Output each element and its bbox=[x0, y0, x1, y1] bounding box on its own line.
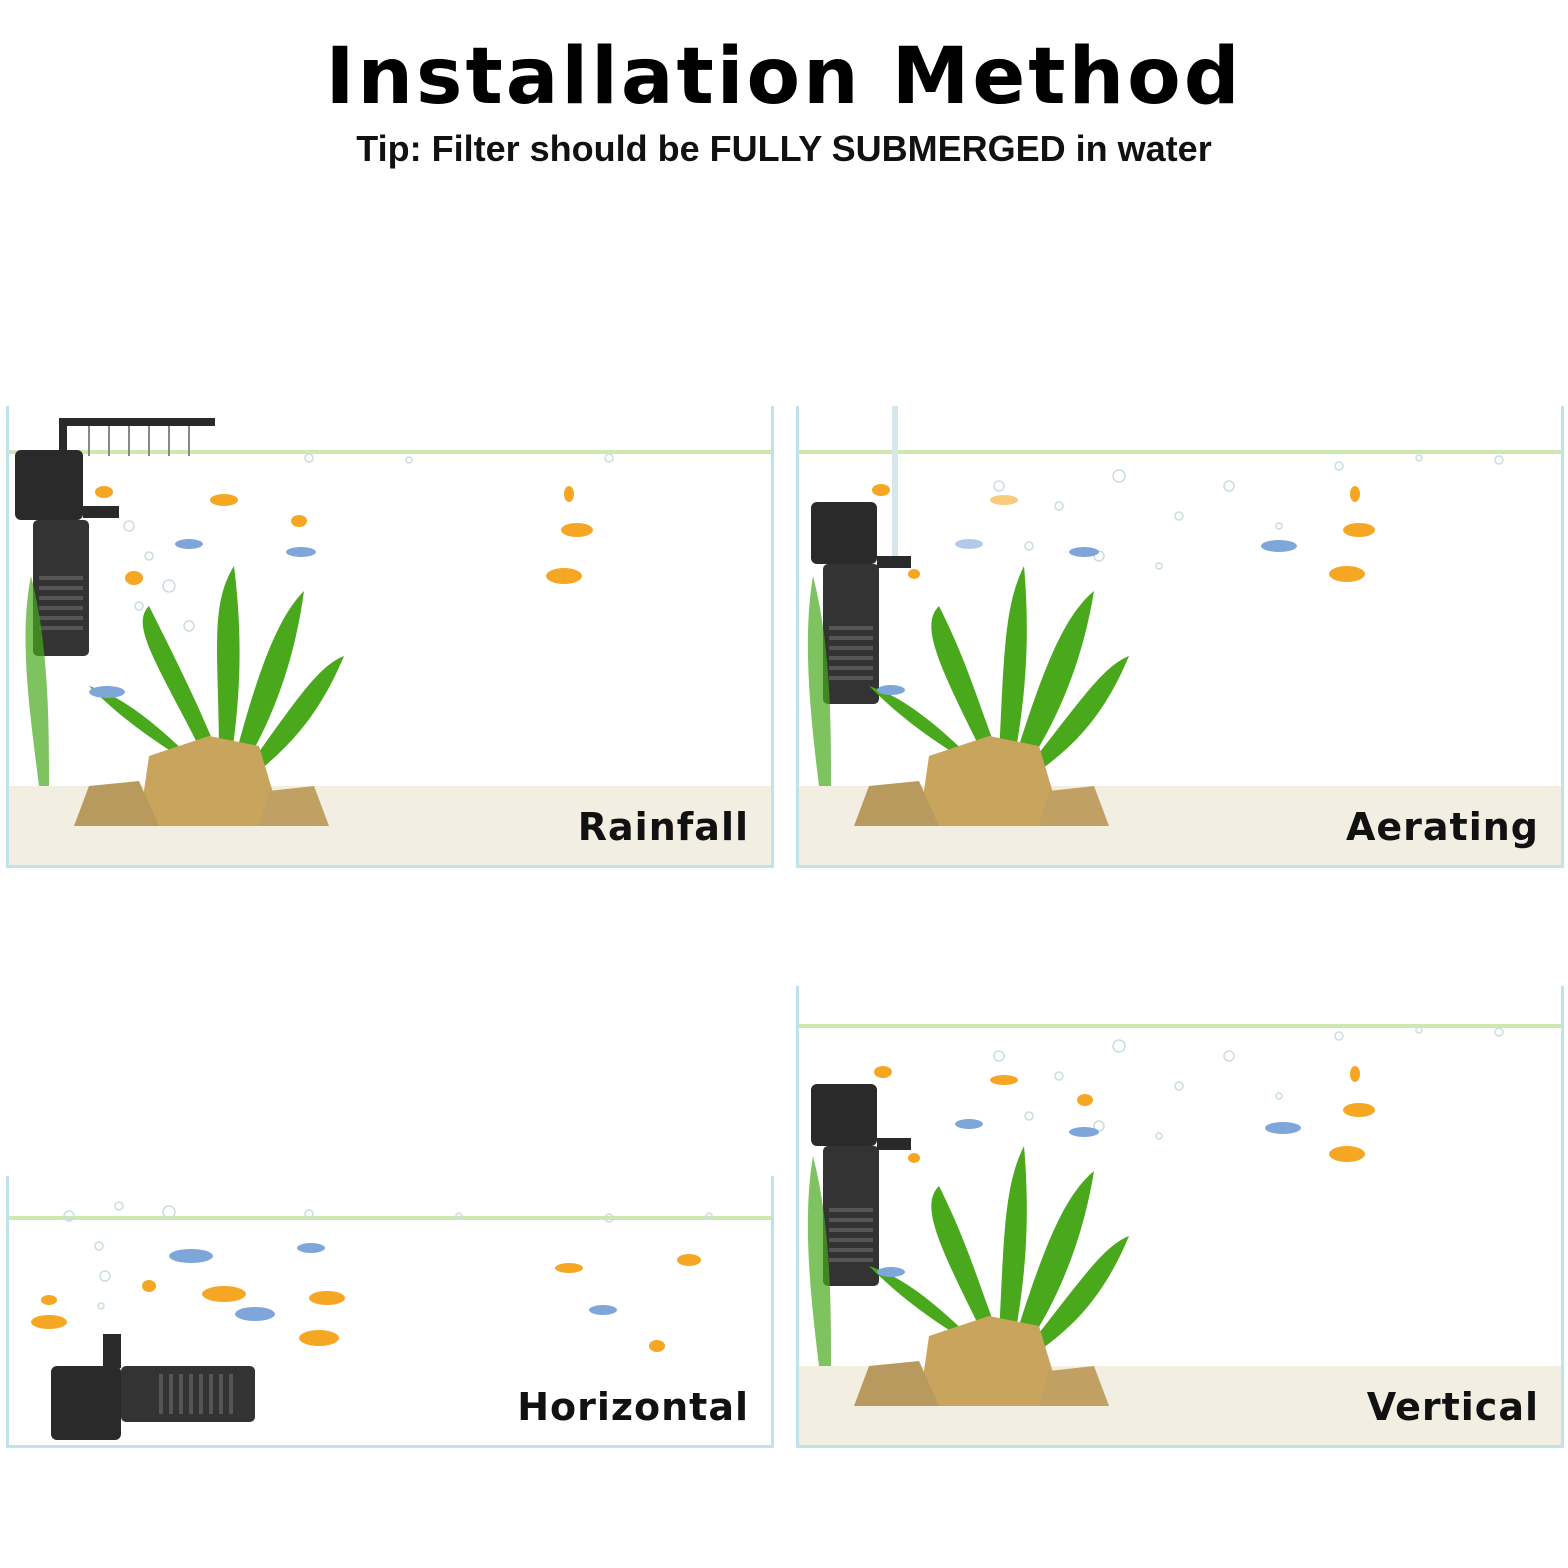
vertical-label: Vertical bbox=[1366, 1385, 1539, 1429]
aquarium-filter-icon bbox=[51, 1334, 255, 1440]
goldfish-icon bbox=[872, 484, 1375, 582]
spray-bar-icon bbox=[59, 418, 215, 456]
aerating-tank-illustration bbox=[799, 406, 1561, 865]
aquarium-filter-icon bbox=[811, 502, 911, 704]
horizontal-label: Horizontal bbox=[517, 1385, 749, 1429]
page-title: Installation Method bbox=[325, 32, 1243, 122]
horizontal-tank-illustration bbox=[9, 1201, 771, 1440]
goldfish-icon bbox=[874, 1066, 1375, 1163]
aquarium-filter-icon bbox=[811, 1084, 911, 1286]
aerating-label: Aerating bbox=[1345, 805, 1539, 849]
aquarium-filter-icon bbox=[15, 450, 119, 656]
rock-icon bbox=[854, 736, 1109, 826]
rainfall-label: Rainfall bbox=[577, 805, 749, 849]
rainfall-tank-panel: Rainfall bbox=[6, 406, 774, 868]
vertical-tank-illustration bbox=[799, 1024, 1561, 1445]
rock-icon bbox=[854, 1316, 1109, 1406]
aquatic-plant-icon bbox=[807, 566, 1129, 786]
page-subtitle: Tip: Filter should be FULLY SUBMERGED in… bbox=[356, 128, 1212, 169]
goldfish-icon bbox=[31, 1254, 701, 1352]
aerating-tank-panel: Aerating bbox=[796, 406, 1564, 868]
vertical-tank-panel: Vertical bbox=[796, 986, 1564, 1448]
rainfall-tank-illustration bbox=[9, 418, 771, 865]
rock-icon bbox=[74, 736, 329, 826]
goldfish-icon bbox=[95, 486, 593, 585]
horizontal-tank-panel: Horizontal bbox=[6, 1176, 774, 1448]
